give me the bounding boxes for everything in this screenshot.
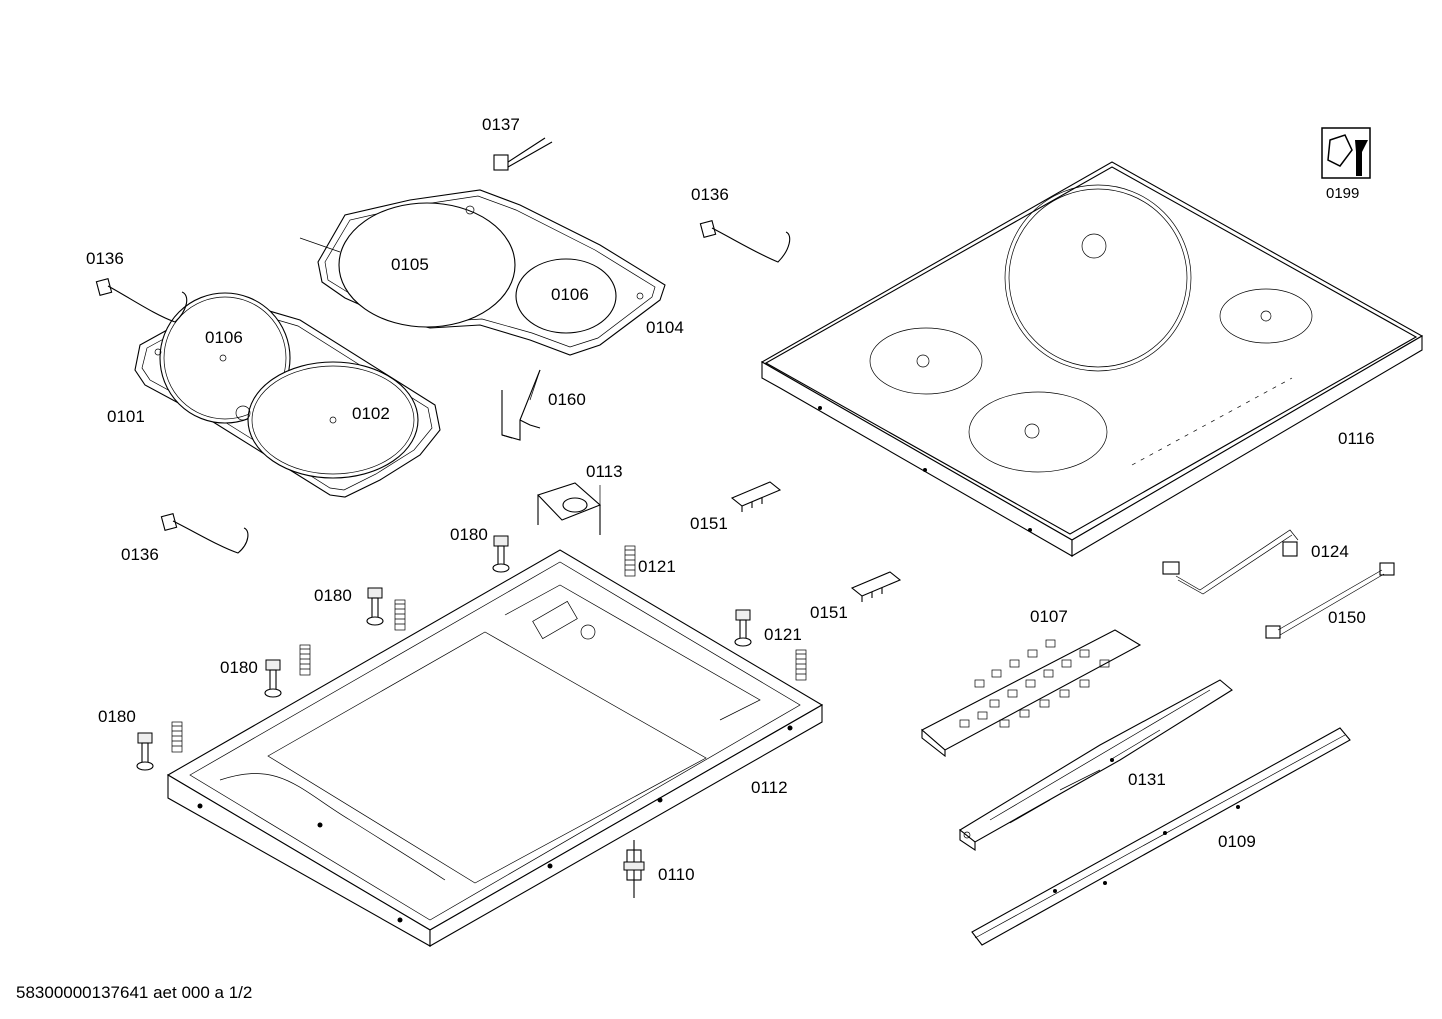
sensor-cable-left[interactable]	[95, 278, 188, 323]
label-0124[interactable]: 0124	[1311, 542, 1349, 561]
label-0116[interactable]: 0116	[1338, 429, 1375, 448]
label-0136-left[interactable]: 0136	[86, 249, 124, 268]
label-0151-a[interactable]: 0151	[690, 514, 728, 533]
label-0112[interactable]: 0112	[751, 778, 788, 797]
support-rail-0131[interactable]	[959, 679, 1233, 852]
label-0137[interactable]: 0137	[482, 115, 520, 134]
label-0104[interactable]: 0104	[646, 318, 684, 337]
connector-0137[interactable]	[493, 137, 553, 171]
cable-0150[interactable]	[1265, 562, 1395, 639]
cable-0124[interactable]	[1162, 529, 1299, 595]
label-0180-d[interactable]: 0180	[98, 707, 136, 726]
foot-0180-a[interactable]	[492, 535, 510, 573]
label-0199[interactable]: 0199	[1326, 185, 1359, 202]
label-0151-b[interactable]: 0151	[810, 603, 848, 622]
trim-strip-0109[interactable]	[971, 727, 1351, 946]
label-0109[interactable]: 0109	[1218, 832, 1256, 851]
label-0180-a[interactable]: 0180	[450, 525, 488, 544]
foot-0180-c[interactable]	[264, 659, 282, 698]
label-0180-b[interactable]: 0180	[314, 586, 352, 605]
part-labels: 0137 0136 0136 0136 0105 0106 0106 0104 …	[86, 115, 1375, 884]
heater-carrier-upper[interactable]	[299, 189, 666, 356]
label-0136-top[interactable]: 0136	[691, 185, 729, 204]
sensor-cable-bottom[interactable]	[160, 513, 249, 554]
label-0113[interactable]: 0113	[586, 462, 623, 481]
spring-0121-a[interactable]	[624, 545, 636, 577]
label-0110[interactable]: 0110	[658, 865, 695, 884]
glass-ceramic-top[interactable]	[760, 161, 1424, 557]
holder-0113[interactable]	[536, 482, 602, 535]
spring-0121-b[interactable]	[795, 649, 807, 681]
document-footer: 58300000137641 aet 000 a 1/2	[16, 983, 252, 1002]
label-0150[interactable]: 0150	[1328, 608, 1366, 627]
label-0105[interactable]: 0105	[391, 255, 429, 274]
label-0131[interactable]: 0131	[1128, 770, 1166, 789]
control-board[interactable]	[921, 629, 1142, 758]
service-wrench-icon[interactable]	[1321, 127, 1371, 179]
label-0102[interactable]: 0102	[352, 404, 390, 423]
heater-carrier-lower[interactable]	[134, 292, 441, 498]
label-0160[interactable]: 0160	[548, 390, 586, 409]
spring-0121-c[interactable]	[394, 599, 406, 631]
label-0101[interactable]: 0101	[107, 407, 145, 426]
foot-0180-d[interactable]	[136, 732, 154, 771]
label-0121-a[interactable]: 0121	[638, 557, 676, 576]
base-tray[interactable]	[166, 549, 824, 947]
label-0106-top[interactable]: 0106	[551, 285, 589, 304]
foot-0180-b[interactable]	[366, 587, 384, 626]
clip-0151-b[interactable]	[850, 571, 902, 602]
label-0107[interactable]: 0107	[1030, 607, 1068, 626]
spring-0121-e[interactable]	[171, 721, 183, 753]
label-0121-b[interactable]: 0121	[764, 625, 802, 644]
bracket-0160[interactable]	[501, 369, 541, 441]
sensor-cable-top[interactable]	[699, 220, 791, 263]
label-0106-left[interactable]: 0106	[205, 328, 243, 347]
label-0136-bottom[interactable]: 0136	[121, 545, 159, 564]
foot-0180-e[interactable]	[734, 609, 752, 647]
clip-0151-a[interactable]	[730, 481, 782, 512]
label-0180-c[interactable]: 0180	[220, 658, 258, 677]
leader-lines	[529, 369, 601, 505]
stud-0110[interactable]	[623, 840, 645, 898]
spring-0121-d[interactable]	[299, 644, 311, 676]
